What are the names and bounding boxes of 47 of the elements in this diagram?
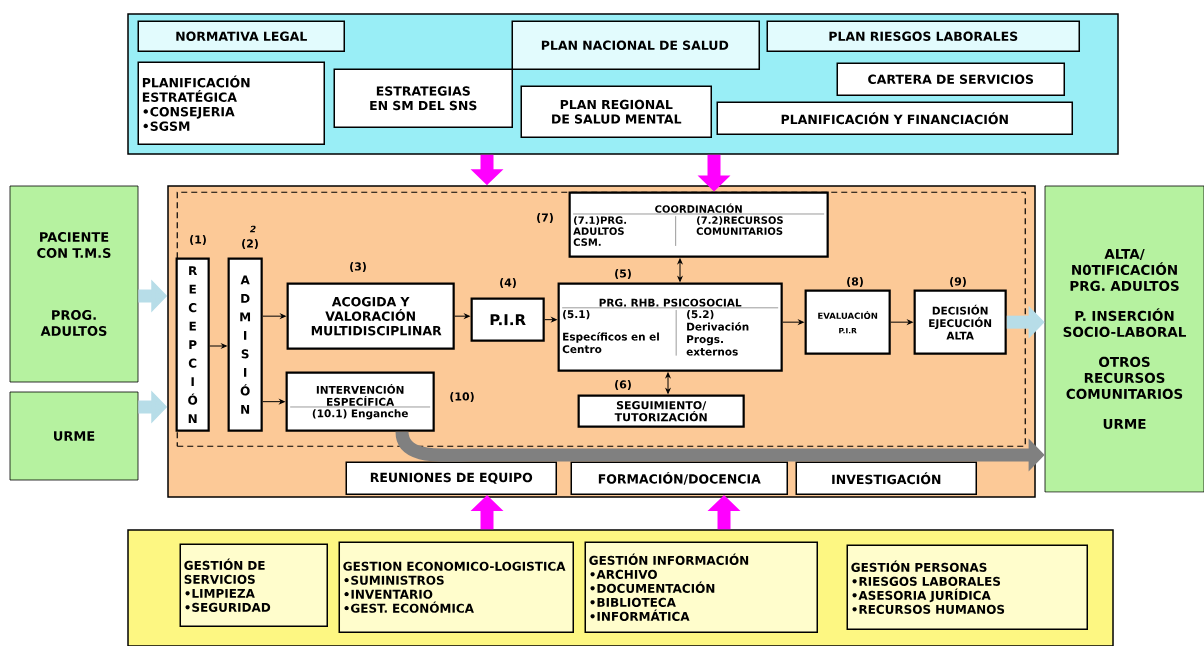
- process-box: PLAN REGIONAL DE SALUD MENTAL: [520, 85, 712, 138]
- process-box: PRG. RHB. PSICOSOCIAL (5.1) Específicos en el Centro (5.2) Derivación Progs. externos: [557, 282, 783, 372]
- process-box: ADMISIÓN: [227, 257, 263, 432]
- side-box: ALTA/ N0TIFICACIÓN PRG. ADULTOS P. INSERCIÓN SOCIO-LABORAL OTROS RECURSOS COMUNITARIOS URME: [1044, 185, 1204, 493]
- process-box: DECISIÓN EJECUCIÓN ALTA: [913, 289, 1007, 355]
- process-box: PLAN RIESGOS LABORALES: [766, 20, 1080, 52]
- arrow: [782, 319, 804, 325]
- step-number: (1): [190, 235, 206, 245]
- arrow: [262, 399, 285, 404]
- step-number: (2): [242, 239, 258, 249]
- process-box: SEGUIMIENTO/ TUTORIZACIÓN: [577, 394, 745, 428]
- process-box: COORDINACIÓN (7.1)PRG. ADULTOS CSM. (7.2)RECURSOS COMUNITARIOS: [568, 191, 829, 258]
- process-box: ACOGIDA Y VALORACIÓN MULTIDISCIPLINAR: [286, 282, 455, 350]
- step-number: (4): [500, 278, 516, 288]
- process-box: P.I.R: [470, 297, 545, 342]
- process-box: GESTIÓN DE SERVICIOS •LIMPIEZA •SEGURIDAD: [179, 543, 328, 627]
- process-box: GESTIÓN PERSONAS •RIESGOS LABORALES •ASESORIA JURÍDICA •RECURSOS HUMANOS: [846, 544, 1088, 630]
- process-box: PLANIFICACIÓN Y FINANCIACIÓN: [716, 101, 1073, 135]
- side-box: URME: [9, 391, 139, 481]
- arrow: [890, 319, 913, 325]
- step-number: (3): [350, 262, 366, 272]
- process-box: PLAN NACIONAL DE SALUD: [511, 20, 760, 70]
- arrow: [677, 258, 683, 282]
- process-box: ESTRATEGIAS EN SM DEL SNS: [333, 68, 513, 128]
- process-box: CARTERA DE SERVICIOS: [836, 62, 1065, 96]
- arrow: [665, 372, 671, 394]
- arrow: [544, 317, 557, 322]
- process-box: INVESTIGACIÓN: [795, 461, 977, 495]
- side-box: PACIENTE CON T.M.S PROG. ADULTOS: [9, 185, 139, 383]
- step-number: (5): [615, 269, 631, 279]
- step-number: (7): [537, 213, 553, 223]
- process-box: NORMATIVA LEGAL: [137, 20, 345, 52]
- process-box: REUNIONES DE EQUIPO: [345, 461, 557, 495]
- arrow: [454, 313, 470, 319]
- process-box: RECEPCIÓN: [175, 257, 210, 432]
- step-number: (10): [450, 392, 474, 402]
- process-box: FORMACIÓN/DOCENCIA: [570, 461, 788, 495]
- process-box: GESTIÓN INFORMACIÓN •ARCHIVO •DOCUMENTACIÓN •BIBLIOTECA •INFORMÁTICA: [584, 541, 818, 633]
- step-number: 2: [249, 225, 256, 233]
- step-number: (8): [847, 277, 863, 287]
- process-box: PLANIFICACIÓN ESTRATÉGICA •CONSEJERIA •SGSM: [137, 61, 325, 145]
- arrow: [209, 343, 227, 349]
- arrow: [262, 313, 286, 319]
- process-box: GESTION ECONOMICO-LOGISTICA •SUMINISTROS •INVENTARIO •GEST. ECONÓMICA: [338, 541, 574, 633]
- step-number: (6): [615, 380, 631, 390]
- process-box: INTERVENCIÓN ESPECÍFICA (10.1) Enganche: [285, 371, 435, 432]
- step-number: (9): [950, 277, 966, 287]
